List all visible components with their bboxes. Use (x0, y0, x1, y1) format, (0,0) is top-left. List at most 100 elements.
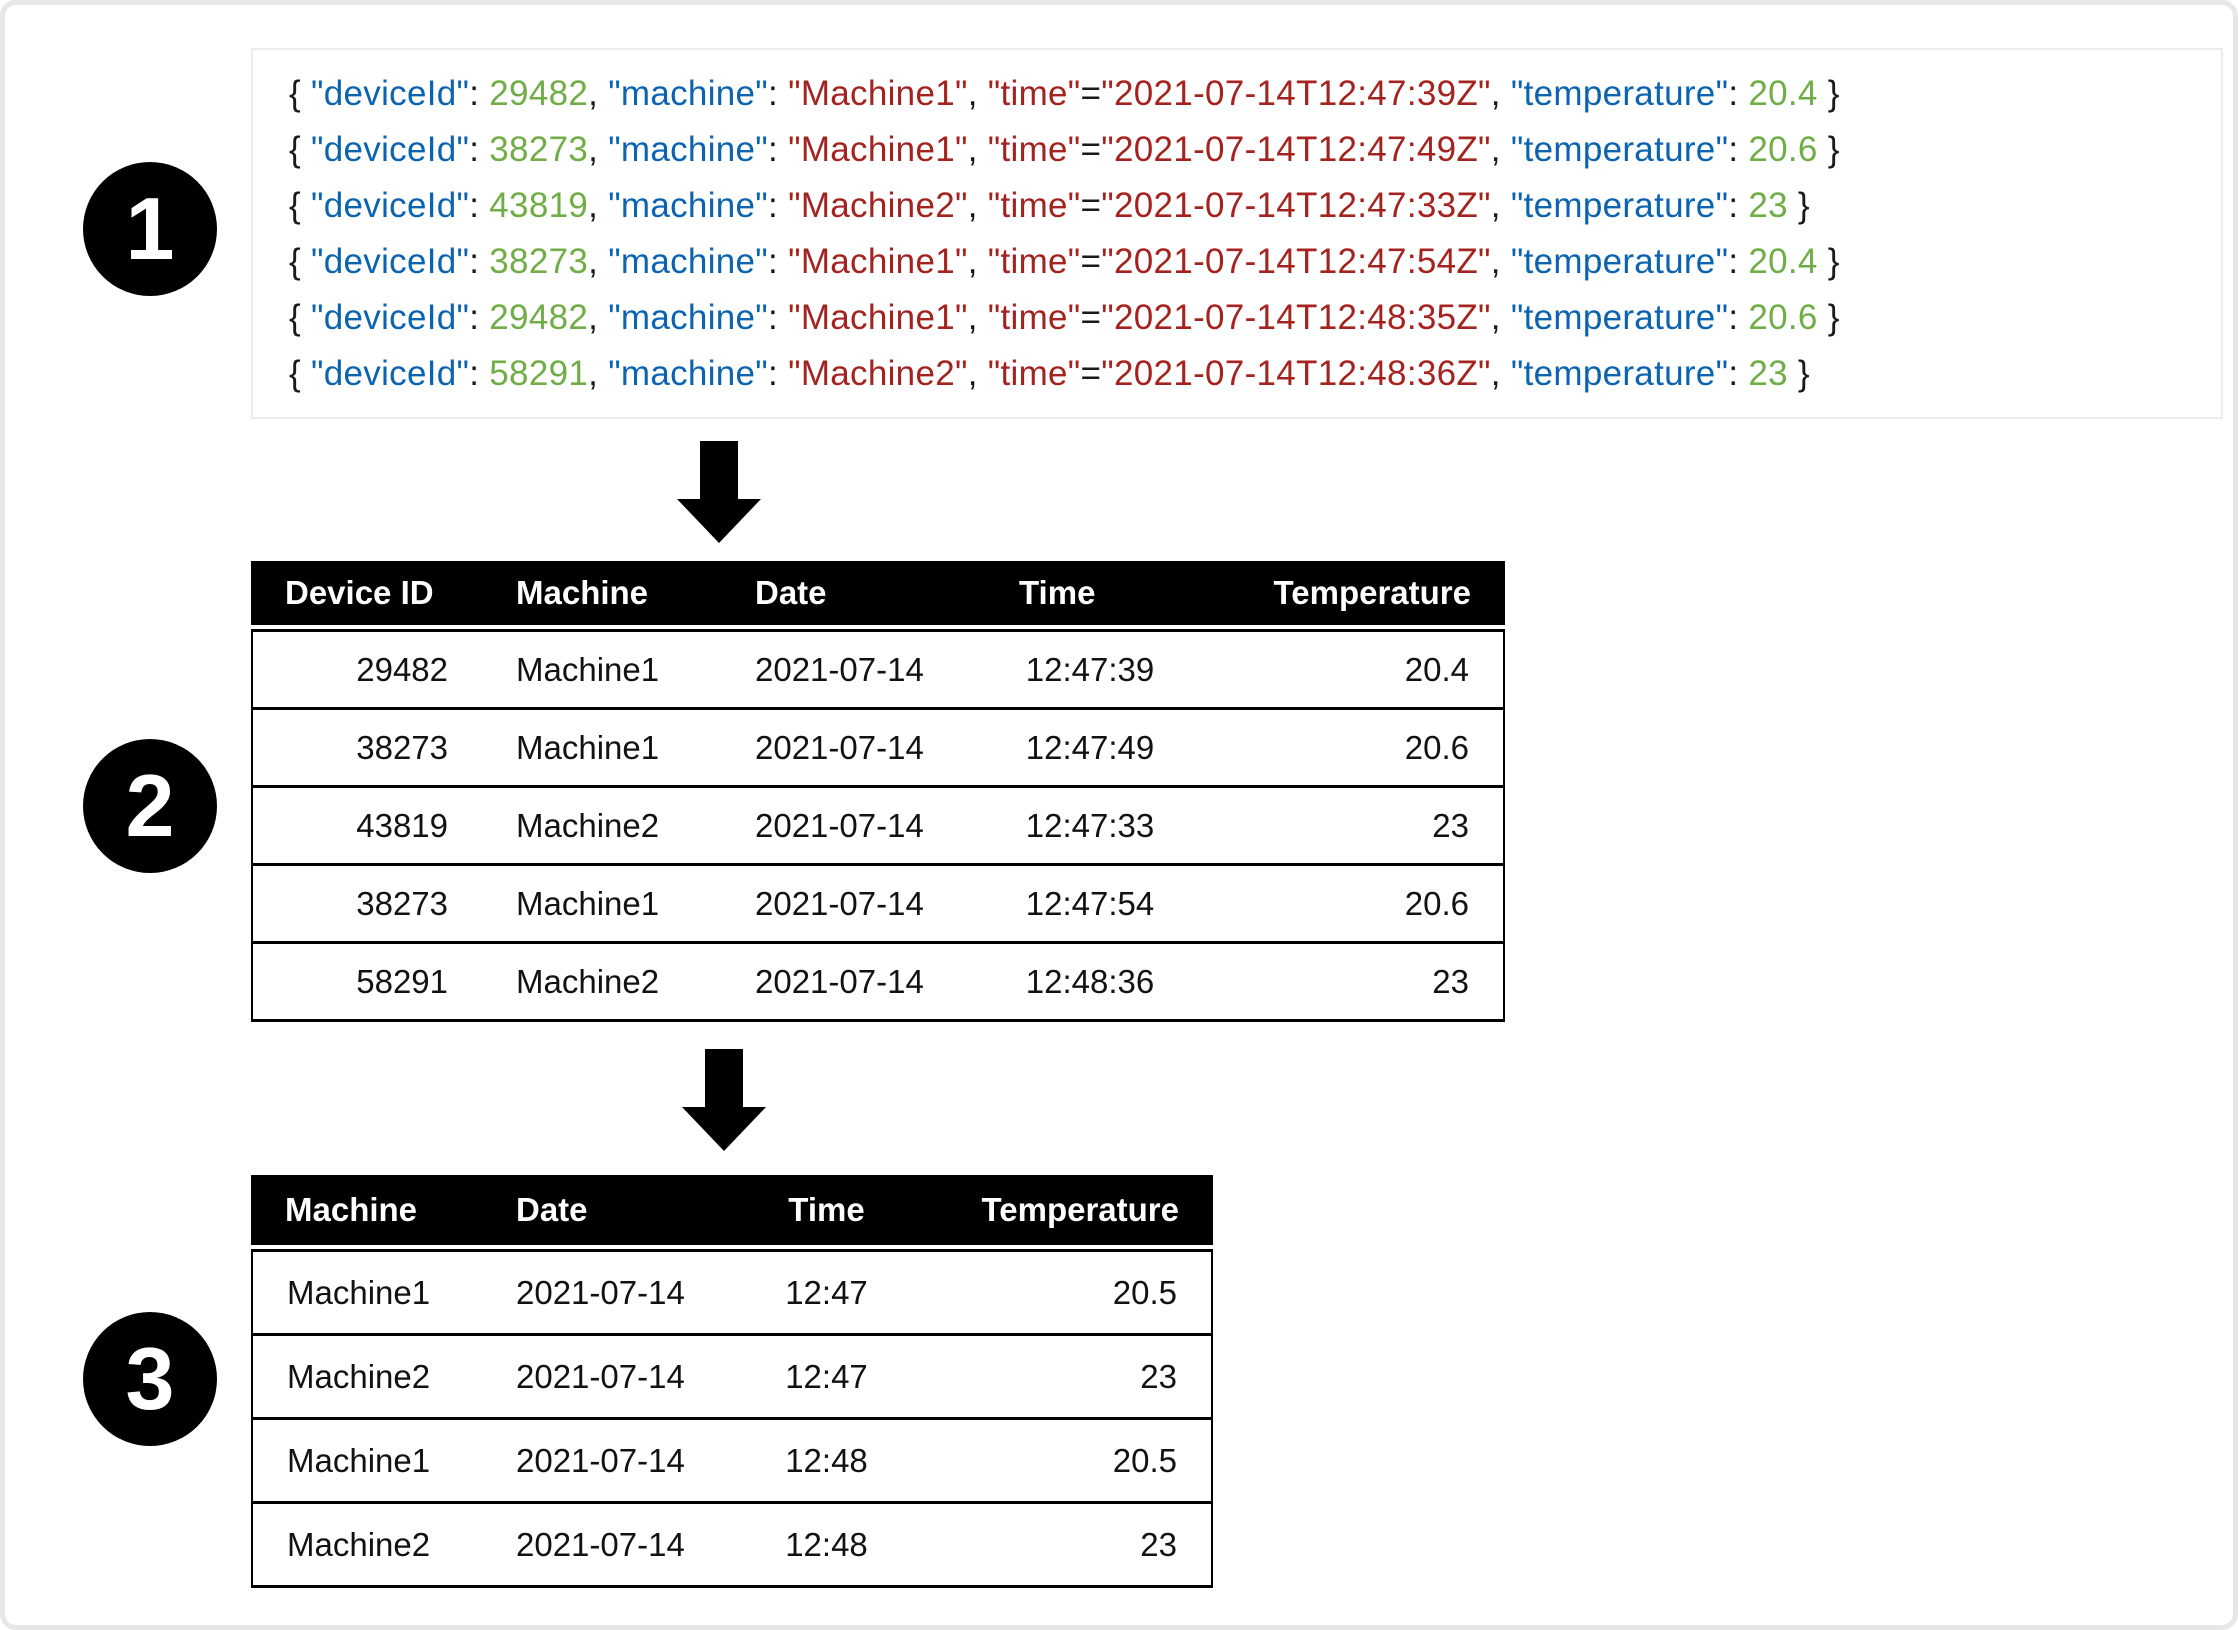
code-token: , (1490, 130, 1511, 169)
code-token: "Machine2" (788, 186, 968, 225)
code-token: , (588, 298, 609, 337)
column-header: Temperature (1195, 561, 1505, 629)
code-token: "2021-07-14T12:47:39Z" (1101, 74, 1491, 113)
code-token: "temperature" (1510, 354, 1729, 393)
code-token: "2021-07-14T12:47:54Z" (1101, 242, 1491, 281)
code-token: "time" (987, 74, 1081, 113)
code-token: 38273 (489, 130, 589, 169)
table-cell: 38273 (251, 863, 482, 941)
code-token: } (1817, 298, 1840, 337)
arrow-shaft (705, 1049, 743, 1107)
json-events-code-block: { "deviceId": 29482, "machine": "Machine… (251, 48, 2223, 419)
table-cell: 12:48:36 (985, 941, 1195, 1022)
code-token: 29482 (489, 298, 589, 337)
code-token: : (1728, 130, 1749, 169)
table-cell: Machine2 (482, 941, 721, 1022)
table-cell: Machine2 (251, 1333, 482, 1417)
code-token: 20.6 (1748, 298, 1818, 337)
code-token: "Machine2" (788, 354, 968, 393)
code-token: , (1490, 186, 1511, 225)
column-header: Time (985, 561, 1195, 629)
code-token: , (967, 354, 988, 393)
column-header: Device ID (251, 561, 482, 629)
table-cell: Machine1 (482, 707, 721, 785)
table-cell: 23 (905, 1333, 1213, 1417)
table-cell: 23 (905, 1501, 1213, 1588)
table-cell: 20.6 (1195, 707, 1505, 785)
code-token: , (967, 242, 988, 281)
table-cell: 12:47:54 (985, 863, 1195, 941)
step-1-badge: 1 (83, 162, 217, 296)
code-token: "deviceId" (311, 298, 470, 337)
table-cell: Machine1 (482, 629, 721, 707)
code-token: { (289, 74, 312, 113)
code-token: "machine" (608, 354, 769, 393)
code-token: , (1490, 298, 1511, 337)
code-token: "time" (987, 354, 1081, 393)
code-token: } (1787, 354, 1810, 393)
code-token: : (469, 354, 490, 393)
code-token: , (967, 298, 988, 337)
arrow-head (682, 1107, 766, 1151)
arrow-down-icon (682, 1049, 766, 1151)
table-cell: 2021-07-14 (721, 863, 985, 941)
table-cell: 2021-07-14 (482, 1249, 748, 1333)
code-token: "temperature" (1510, 298, 1729, 337)
table-cell: 20.5 (905, 1417, 1213, 1501)
column-header: Temperature (905, 1175, 1213, 1249)
table-cell: 20.6 (1195, 863, 1505, 941)
code-token: = (1080, 298, 1102, 337)
code-token: : (768, 74, 789, 113)
table-cell: 12:47:39 (985, 629, 1195, 707)
code-token: 20.4 (1748, 74, 1818, 113)
code-token: = (1080, 130, 1102, 169)
code-token: } (1817, 74, 1840, 113)
code-token: "temperature" (1510, 242, 1729, 281)
code-token: "deviceId" (311, 130, 470, 169)
column-header: Machine (482, 561, 721, 629)
code-token: "time" (987, 186, 1081, 225)
code-line: { "deviceId": 38273, "machine": "Machine… (289, 122, 2211, 178)
step-2-label: 2 (125, 756, 175, 855)
code-token: "time" (987, 242, 1081, 281)
code-token: , (1490, 74, 1511, 113)
code-token: "machine" (608, 74, 769, 113)
code-token: "time" (987, 130, 1081, 169)
code-token: } (1787, 186, 1810, 225)
code-token: , (588, 354, 609, 393)
code-token: "Machine1" (788, 130, 968, 169)
table-cell: 29482 (251, 629, 482, 707)
code-token: = (1080, 186, 1102, 225)
code-token: : (1728, 298, 1749, 337)
code-token: , (967, 130, 988, 169)
code-token: "Machine1" (788, 298, 968, 337)
code-token: : (1728, 354, 1749, 393)
column-header: Date (482, 1175, 748, 1249)
table-cell: 20.5 (905, 1249, 1213, 1333)
code-token: : (1728, 186, 1749, 225)
code-token: : (1728, 74, 1749, 113)
table-cell: Machine2 (251, 1501, 482, 1588)
code-token: "2021-07-14T12:48:36Z" (1101, 354, 1491, 393)
code-token: "machine" (608, 130, 769, 169)
table-cell: 43819 (251, 785, 482, 863)
table-cell: 2021-07-14 (482, 1501, 748, 1588)
code-token: : (469, 298, 490, 337)
code-line: { "deviceId": 29482, "machine": "Machine… (289, 290, 2211, 346)
code-token: : (768, 186, 789, 225)
table-cell: 2021-07-14 (721, 941, 985, 1022)
code-token: { (289, 354, 312, 393)
table-cell: Machine2 (482, 785, 721, 863)
code-token: 20.4 (1748, 242, 1818, 281)
code-token: "machine" (608, 186, 769, 225)
code-token: 43819 (489, 186, 589, 225)
code-token: { (289, 130, 312, 169)
code-token: "deviceId" (311, 186, 470, 225)
